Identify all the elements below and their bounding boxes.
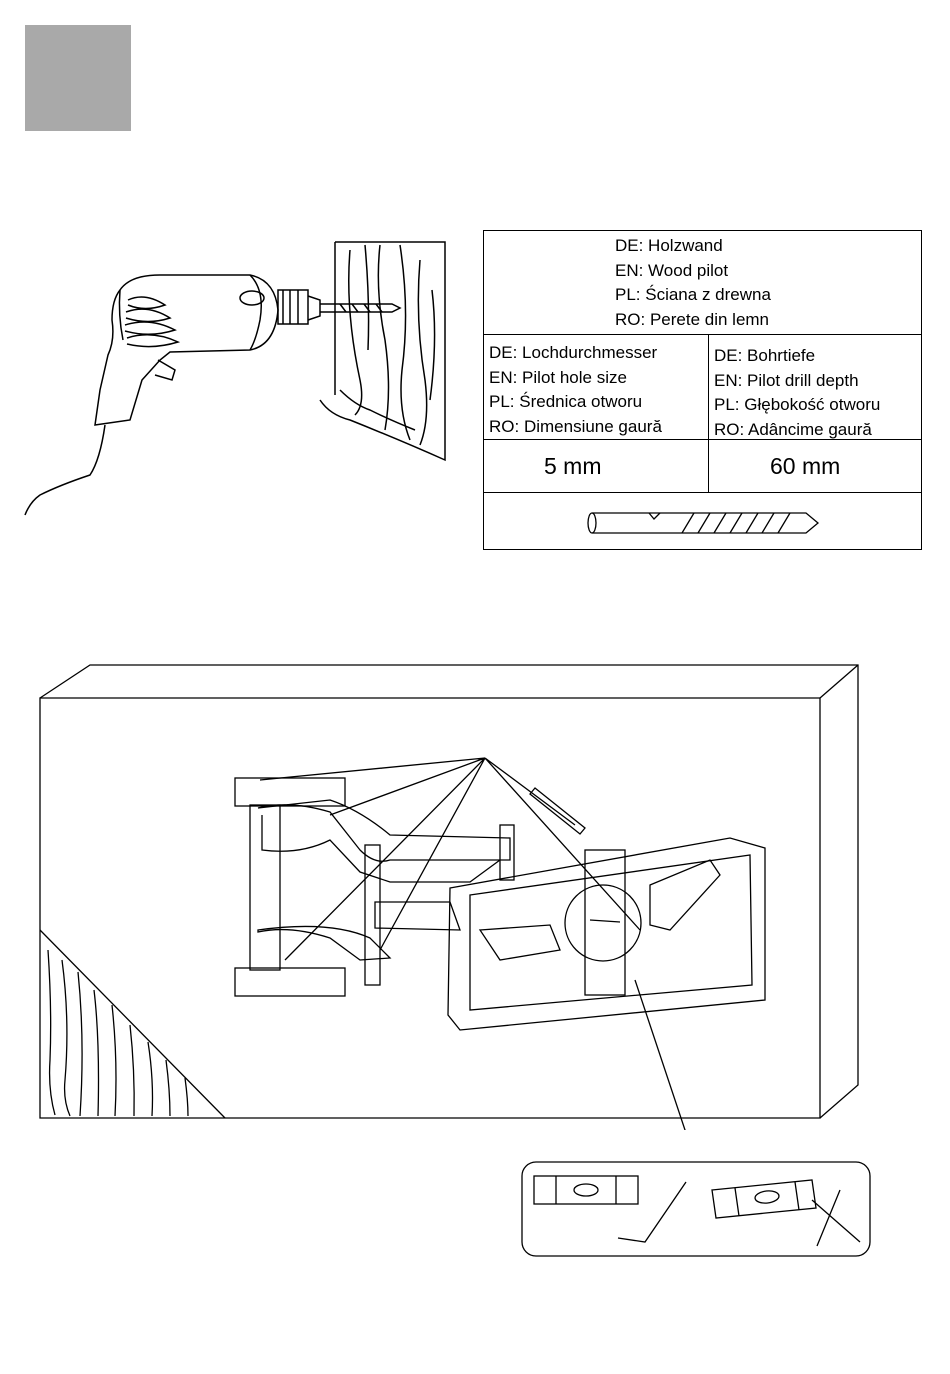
hole-size-en: EN: Pilot hole size (489, 366, 662, 391)
wall-type-pl: PL: Ściana z drewna (615, 283, 771, 308)
wall-type-row: DE: Holzwand EN: Wood pilot PL: Ściana z… (484, 231, 921, 335)
drill-bit-row (484, 493, 921, 550)
hole-size-label: DE: Lochdurchmesser EN: Pilot hole size … (489, 341, 662, 439)
hole-size-value: 5 mm (544, 452, 602, 480)
hole-size-de: DE: Lochdurchmesser (489, 341, 662, 366)
drill-depth-de: DE: Bohrtiefe (714, 344, 880, 369)
drill-depth-en: EN: Pilot drill depth (714, 369, 880, 394)
wall-type-ro: RO: Perete din lemn (615, 308, 771, 333)
spec-values-row: 5 mm 60 mm (484, 440, 921, 493)
drill-depth-label: DE: Bohrtiefe EN: Pilot drill depth PL: … (714, 344, 880, 442)
spec-labels-row: DE: Lochdurchmesser EN: Pilot hole size … (484, 335, 921, 440)
drill-depth-ro: RO: Adâncime gaură (714, 418, 880, 443)
hole-size-ro: RO: Dimensiune gaură (489, 415, 662, 440)
drill-depth-pl: PL: Głębokość otworu (714, 393, 880, 418)
wall-type-en: EN: Wood pilot (615, 259, 771, 284)
spirit-level-detail (520, 1160, 872, 1260)
drill-illustration (20, 230, 460, 520)
hole-size-pl: PL: Średnica otworu (489, 390, 662, 415)
tv-mount-illustration (30, 660, 870, 1130)
step-number-box (25, 25, 131, 131)
drilling-spec-table: DE: Holzwand EN: Wood pilot PL: Ściana z… (483, 230, 922, 550)
wall-type-cell: DE: Holzwand EN: Wood pilot PL: Ściana z… (615, 234, 771, 332)
drill-bit-icon (484, 493, 923, 550)
drill-depth-value: 60 mm (770, 452, 840, 480)
wall-type-de: DE: Holzwand (615, 234, 771, 259)
